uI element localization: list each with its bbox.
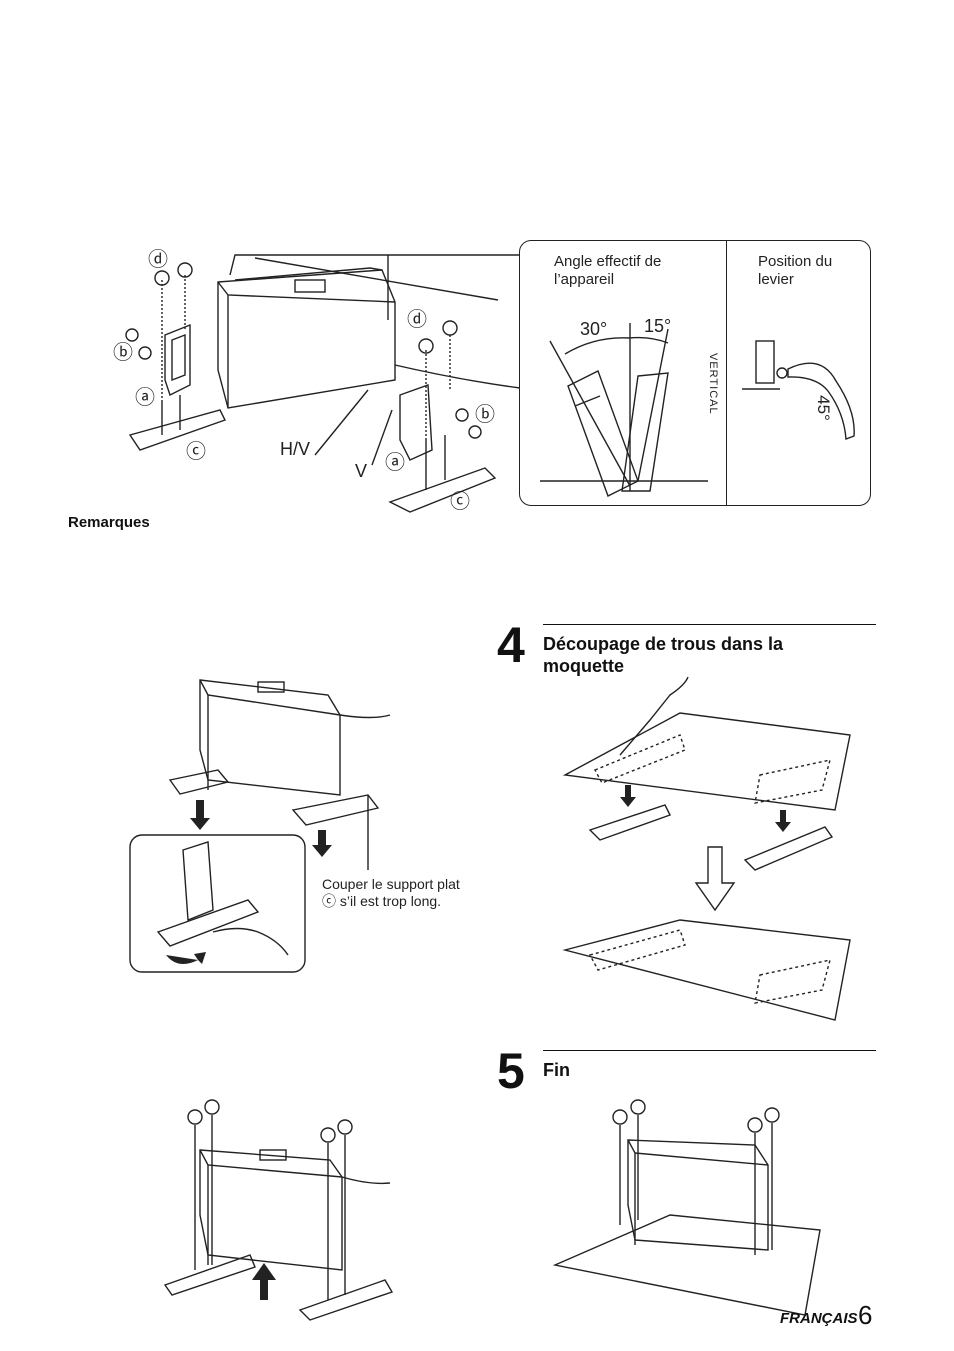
callout-d-right: ⓓ [407, 310, 427, 328]
step4-rule [543, 624, 876, 625]
callout-a-right: ⓐ [385, 453, 405, 471]
callout-d-left: ⓓ [148, 250, 168, 268]
top-figure: ⓓ ⓑ ⓐ ⓒ H/V V ⓓ ⓑ ⓐ ⓒ [110, 240, 520, 530]
hv-label: H/V [280, 440, 310, 458]
finished-install-figure [550, 1095, 825, 1320]
step4-title: Découpage de trous dans la moquette [543, 633, 843, 677]
page-footer: FRANÇAIS 6 [780, 1300, 890, 1334]
angle-15-label: 15° [644, 317, 671, 335]
callout-b-right: ⓑ [475, 405, 495, 423]
step5-title: Fin [543, 1059, 570, 1081]
cut-support-note: Couper le support plat ⓒ s’il est trop l… [322, 876, 462, 910]
footer-language: FRANÇAIS [780, 1310, 858, 1327]
callout-b-left: ⓑ [113, 343, 133, 361]
effective-angle-diagram [520, 241, 726, 505]
cut-bracket-figure [128, 670, 428, 975]
step5-number: 5 [497, 1046, 525, 1096]
angle-45-label: 45° [814, 395, 832, 421]
carpet-cut-figure [560, 675, 860, 1030]
remarks-heading: Remarques [68, 514, 150, 531]
reassembly-figure [160, 1095, 405, 1325]
v-label: V [355, 462, 367, 480]
step4-number: 4 [497, 620, 525, 670]
step5-rule [543, 1050, 876, 1051]
callout-c-right: ⓒ [450, 492, 470, 510]
unit-assembly-illustration [110, 240, 520, 530]
callout-a-left: ⓐ [135, 388, 155, 406]
angle-info-box: Angle effectif de l’appareil 30° 15° Pos… [519, 240, 871, 506]
lever-diagram [726, 241, 870, 505]
callout-c-left: ⓒ [186, 442, 206, 460]
cut-bracket-illustration [128, 670, 428, 975]
finished-install-illustration [550, 1095, 825, 1320]
reassembly-illustration [160, 1095, 405, 1325]
vertical-label: VERTICAL [704, 353, 722, 415]
footer-page-number: 6 [858, 1300, 872, 1331]
carpet-cut-illustration [560, 675, 860, 1030]
angle-30-label: 30° [580, 320, 607, 338]
